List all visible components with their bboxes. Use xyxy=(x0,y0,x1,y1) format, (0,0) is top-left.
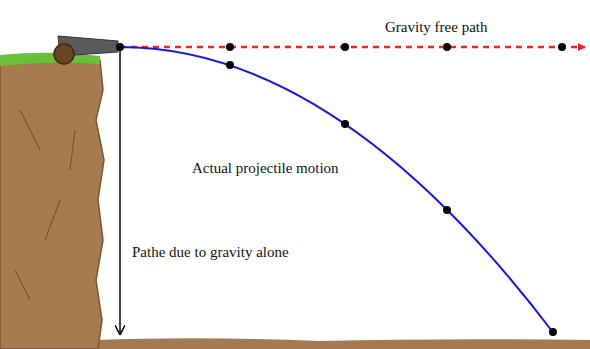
ground xyxy=(95,338,590,349)
path-label: Gravity free path xyxy=(385,18,487,36)
path-label: Actual projectile motion xyxy=(192,159,339,177)
position-dots xyxy=(116,43,566,336)
cliff xyxy=(0,60,104,349)
projectile-curve xyxy=(120,47,555,335)
gravity-free-path xyxy=(120,46,585,49)
cliff-cracks xyxy=(15,110,75,300)
cannon-wheel xyxy=(54,44,74,64)
gravity-path-arrow xyxy=(119,47,121,334)
path-label: Pathe due to gravity alone xyxy=(132,243,289,261)
